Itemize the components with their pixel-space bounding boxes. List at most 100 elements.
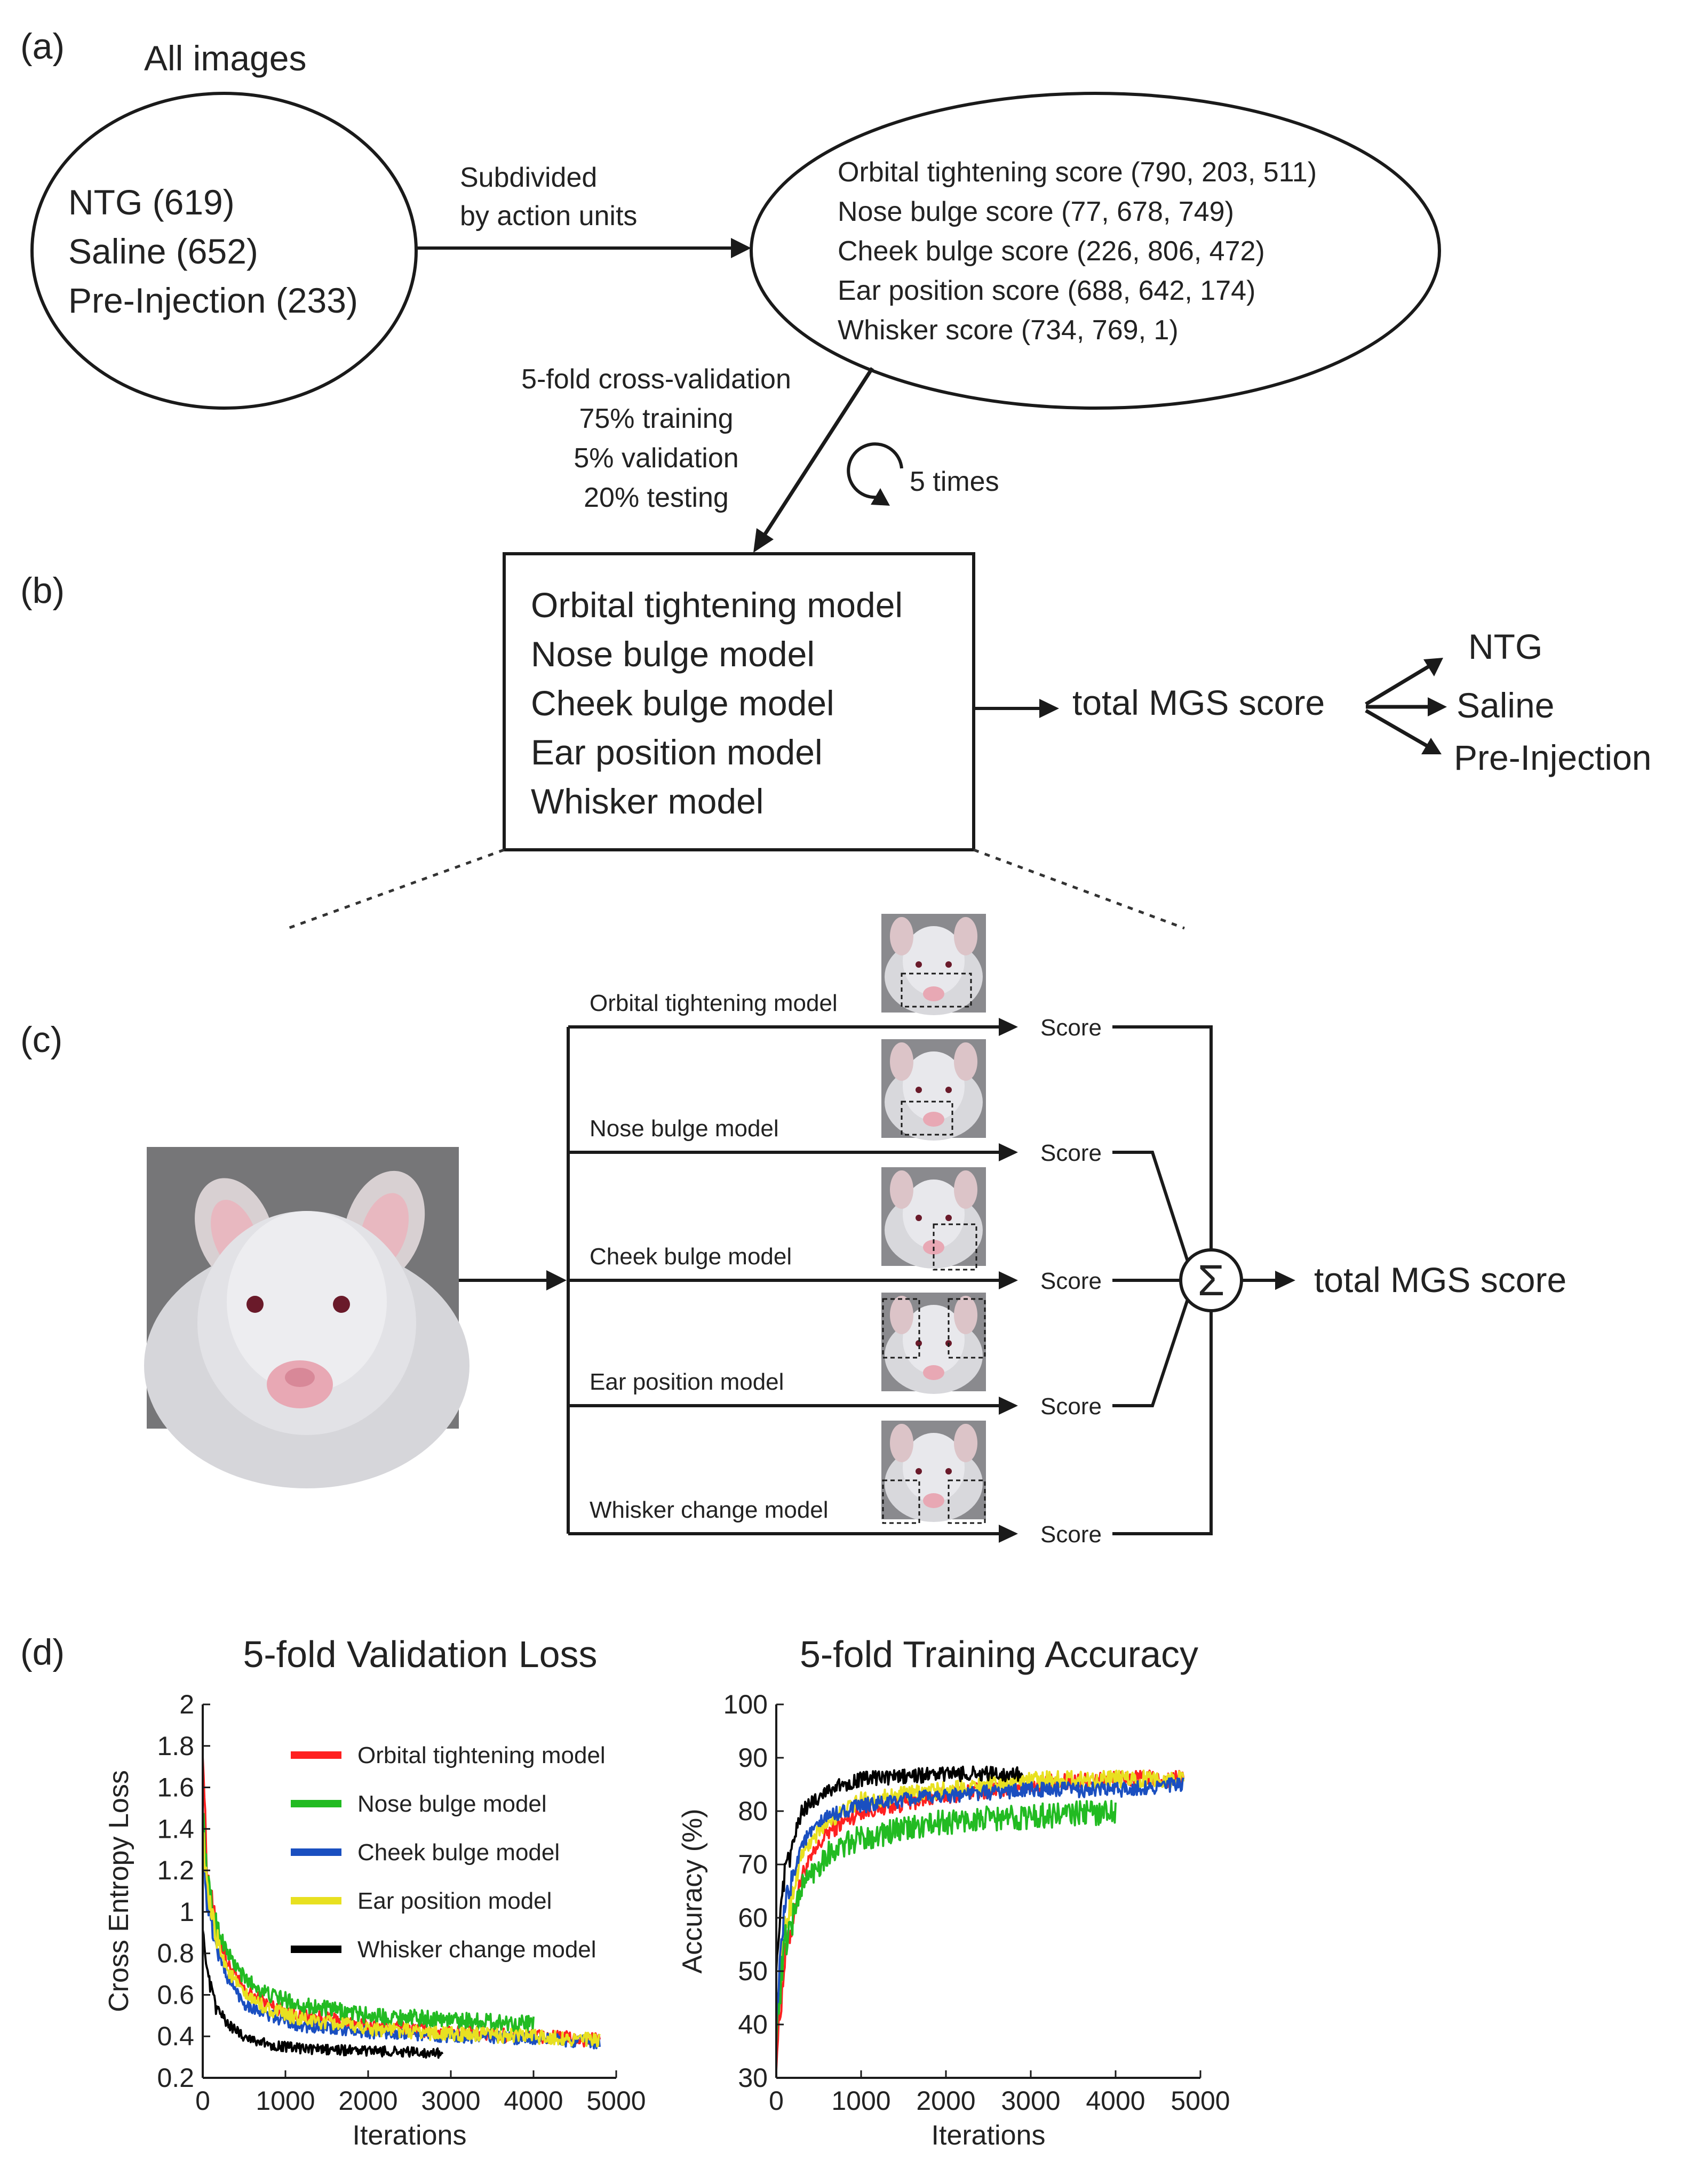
sum-symbol: Σ xyxy=(1198,1256,1225,1305)
x-tick-label: 1000 xyxy=(831,2086,890,2116)
x-tick-label: 4000 xyxy=(504,2086,563,2116)
panel-c-label: (c) xyxy=(20,1019,62,1060)
y-tick-label: 50 xyxy=(738,1956,768,1986)
y-tick-label: 60 xyxy=(738,1903,768,1933)
mouse-thumbnail xyxy=(881,1421,986,1524)
x-tick-label: 5000 xyxy=(586,2086,646,2116)
x-tick-label: 3000 xyxy=(421,2086,480,2116)
x-tick-label: 2000 xyxy=(916,2086,975,2116)
score-whisker: Whisker score (734, 769, 1) xyxy=(838,315,1179,346)
roi-box xyxy=(882,1479,920,1524)
model-whisker: Whisker model xyxy=(531,782,763,821)
roi-box xyxy=(901,973,972,1008)
row-arrowhead xyxy=(999,1018,1018,1036)
y-tick-label: 1.4 xyxy=(157,1814,194,1844)
y-axis-label: Accuracy (%) xyxy=(677,1808,708,1973)
y-tick-label: 40 xyxy=(738,2010,768,2039)
chart-title: 5-fold Validation Loss xyxy=(243,1633,597,1675)
validation-loss-chart: 5-fold Validation Loss0.20.40.60.811.21.… xyxy=(104,1633,646,2151)
panel-a-label: (a) xyxy=(20,26,65,67)
row-arrowhead xyxy=(999,1397,1018,1415)
output-ntg: NTG xyxy=(1468,627,1542,666)
model-nose: Nose bulge model xyxy=(531,634,815,674)
groups-ellipse xyxy=(30,92,418,410)
cv-label-line1: 5-fold cross-validation xyxy=(521,364,791,395)
x-axis-label: Iterations xyxy=(353,2120,467,2151)
subdivide-arrowhead xyxy=(731,238,751,258)
panel-b-label: (b) xyxy=(20,570,65,611)
score-nose: Nose bulge score (77, 678, 749) xyxy=(838,196,1234,227)
y-tick-label: 0.4 xyxy=(157,2021,194,2051)
x-tick-label: 1000 xyxy=(256,2086,315,2116)
chart-title: 5-fold Training Accuracy xyxy=(800,1633,1198,1675)
y-tick-label: 80 xyxy=(738,1796,768,1826)
repeat-icon xyxy=(847,442,903,506)
y-tick-label: 1.8 xyxy=(157,1731,194,1761)
legend-label: Orbital tightening model xyxy=(357,1742,606,1768)
series-line xyxy=(775,1765,1023,1972)
photo-arrowhead xyxy=(546,1270,567,1290)
y-tick-label: 1.2 xyxy=(157,1855,194,1885)
score-connector xyxy=(1112,1151,1189,1262)
output-arrows xyxy=(1365,658,1447,754)
y-tick-label: 70 xyxy=(738,1850,768,1879)
scores-ellipse xyxy=(750,92,1441,410)
series-line xyxy=(202,1813,535,2033)
cv-arrow xyxy=(759,367,874,543)
row-score-label: Score xyxy=(1040,1521,1102,1548)
cv-arrowhead xyxy=(753,528,774,553)
mouse-photo xyxy=(144,1147,469,1488)
x-tick-label: 2000 xyxy=(338,2086,397,2116)
roi-box xyxy=(933,1223,977,1271)
models-box xyxy=(503,552,975,851)
score-ear: Ear position score (688, 642, 174) xyxy=(838,275,1255,306)
model-ear: Ear position model xyxy=(531,732,823,772)
mouse-thumbnail xyxy=(881,914,986,1015)
row-model-label: Ear position model xyxy=(590,1369,784,1395)
series-line xyxy=(775,1799,1117,2044)
subdivide-label-line2: by action units xyxy=(460,201,637,232)
mouse-thumbnail xyxy=(881,1039,986,1141)
total-mgs-score-c: total MGS score xyxy=(1314,1260,1566,1300)
group-saline: Saline (652) xyxy=(68,232,258,271)
y-tick-label: 90 xyxy=(738,1743,768,1773)
row-model-label: Nose bulge model xyxy=(590,1115,779,1142)
y-tick-label: 30 xyxy=(738,2063,768,2093)
score-cheek: Cheek bulge score (226, 806, 472) xyxy=(838,236,1265,267)
series-line xyxy=(202,1832,601,2048)
x-tick-label: 0 xyxy=(769,2086,784,2116)
y-tick-label: 0.2 xyxy=(157,2063,194,2093)
score-connector xyxy=(1112,1025,1213,1250)
row-model-label: Whisker change model xyxy=(590,1497,829,1523)
score-connector xyxy=(1112,1311,1213,1535)
training-accuracy-chart: 5-fold Training Accuracy 30 40 50 60 70 80 90 10… xyxy=(677,1633,1230,2151)
series-line xyxy=(775,1777,1185,2025)
model-orbital: Orbital tightening model xyxy=(531,585,903,625)
legend-label: Whisker change model xyxy=(357,1936,596,1963)
row-score-label: Score xyxy=(1040,1140,1102,1166)
y-tick-label: 1 xyxy=(179,1897,194,1927)
x-tick-label: 0 xyxy=(195,2086,210,2116)
x-tick-label: 4000 xyxy=(1086,2086,1145,2116)
roi-box xyxy=(901,1101,953,1136)
zoom-line-left xyxy=(288,848,505,930)
group-ntg: NTG (619) xyxy=(68,182,235,222)
cv-label-line4: 20% testing xyxy=(584,482,729,513)
row-model-label: Orbital tightening model xyxy=(590,990,838,1016)
sum-arrowhead xyxy=(1275,1271,1295,1290)
row-arrowhead xyxy=(999,1143,1018,1161)
row-model-label: Cheek bulge model xyxy=(590,1244,792,1270)
output-saline: Saline xyxy=(1457,686,1554,725)
y-tick-label: 0.8 xyxy=(157,1939,194,1968)
repeat-label: 5 times xyxy=(910,466,999,497)
y-tick-label: 2 xyxy=(179,1689,194,1719)
model-cheek: Cheek bulge model xyxy=(531,683,834,723)
all-images-title: All images xyxy=(144,38,306,78)
series-line xyxy=(202,1930,444,2059)
